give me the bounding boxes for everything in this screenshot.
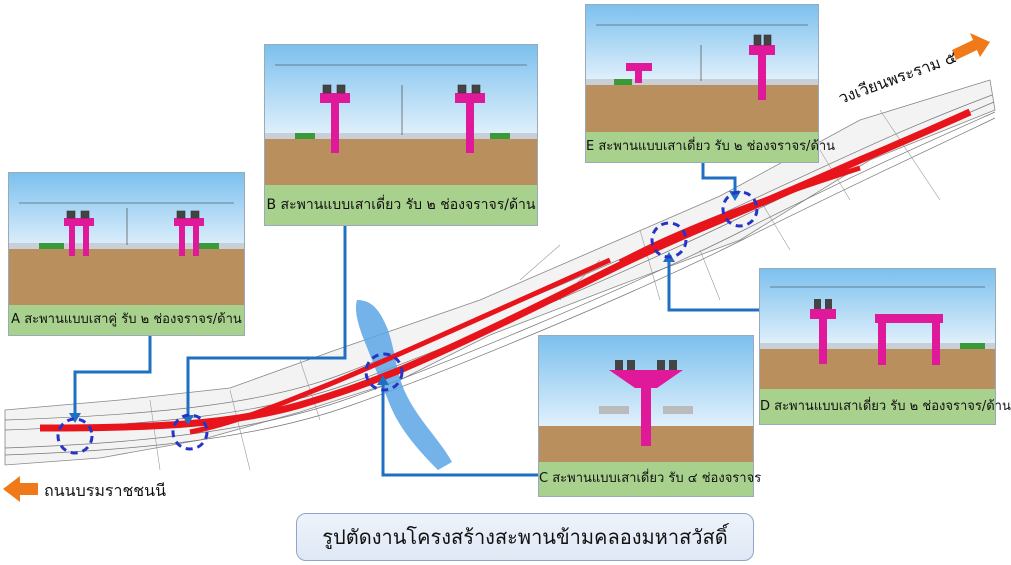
section-caption-c: C สะพานแบบเสาเดี่ยว รับ ๔ ช่องจราจร bbox=[539, 462, 761, 496]
marker-c bbox=[364, 352, 404, 392]
route-line-branch bbox=[189, 257, 612, 435]
river bbox=[355, 300, 452, 470]
section-panel-b: B สะพานแบบเสาเดี่ยว รับ ๒ ช่องจราจร/ด้าน bbox=[264, 44, 538, 226]
section-caption-e: E สะพานแบบเสาเดี่ยว รับ ๒ ช่องจราจร/ด้าน bbox=[586, 132, 835, 162]
arrow-right-icon bbox=[952, 33, 990, 60]
section-markers bbox=[56, 190, 759, 455]
cross-section-a bbox=[9, 173, 244, 305]
marker-d bbox=[650, 221, 688, 259]
callout-lines bbox=[73, 162, 760, 477]
route-line-branch-east bbox=[618, 165, 861, 265]
marker-a bbox=[56, 417, 94, 455]
cross-section-e bbox=[586, 5, 818, 132]
cross-section-d bbox=[760, 269, 995, 389]
direction-left-label: ถนนบรมราชชนนี bbox=[44, 481, 167, 500]
marker-b bbox=[171, 413, 209, 451]
cross-section-b bbox=[265, 45, 537, 185]
section-panel-a: A สะพานแบบเสาคู่ รับ ๒ ช่องจราจร/ด้าน bbox=[8, 172, 245, 336]
section-panel-e: E สะพานแบบเสาเดี่ยว รับ ๒ ช่องจราจร/ด้าน bbox=[585, 4, 835, 163]
arrow-left-icon bbox=[3, 476, 38, 502]
section-panel-d: D สะพานแบบเสาเดี่ยว รับ ๒ ช่องจราจร/ด้าน bbox=[759, 268, 1011, 425]
cross-section-c bbox=[539, 336, 753, 462]
page-title: รูปตัดงานโครงสร้างสะพานข้ามคลองมหาสวัสดิ… bbox=[296, 513, 754, 561]
marker-e bbox=[721, 190, 759, 228]
section-caption-b: B สะพานแบบเสาเดี่ยว รับ ๒ ช่องจราจร/ด้าน bbox=[265, 185, 537, 225]
section-caption-a: A สะพานแบบเสาคู่ รับ ๒ ช่องจราจร/ด้าน bbox=[9, 305, 244, 335]
section-panel-c: C สะพานแบบเสาเดี่ยว รับ ๔ ช่องจราจร bbox=[538, 335, 761, 497]
section-caption-d: D สะพานแบบเสาเดี่ยว รับ ๒ ช่องจราจร/ด้าน bbox=[760, 389, 1011, 424]
